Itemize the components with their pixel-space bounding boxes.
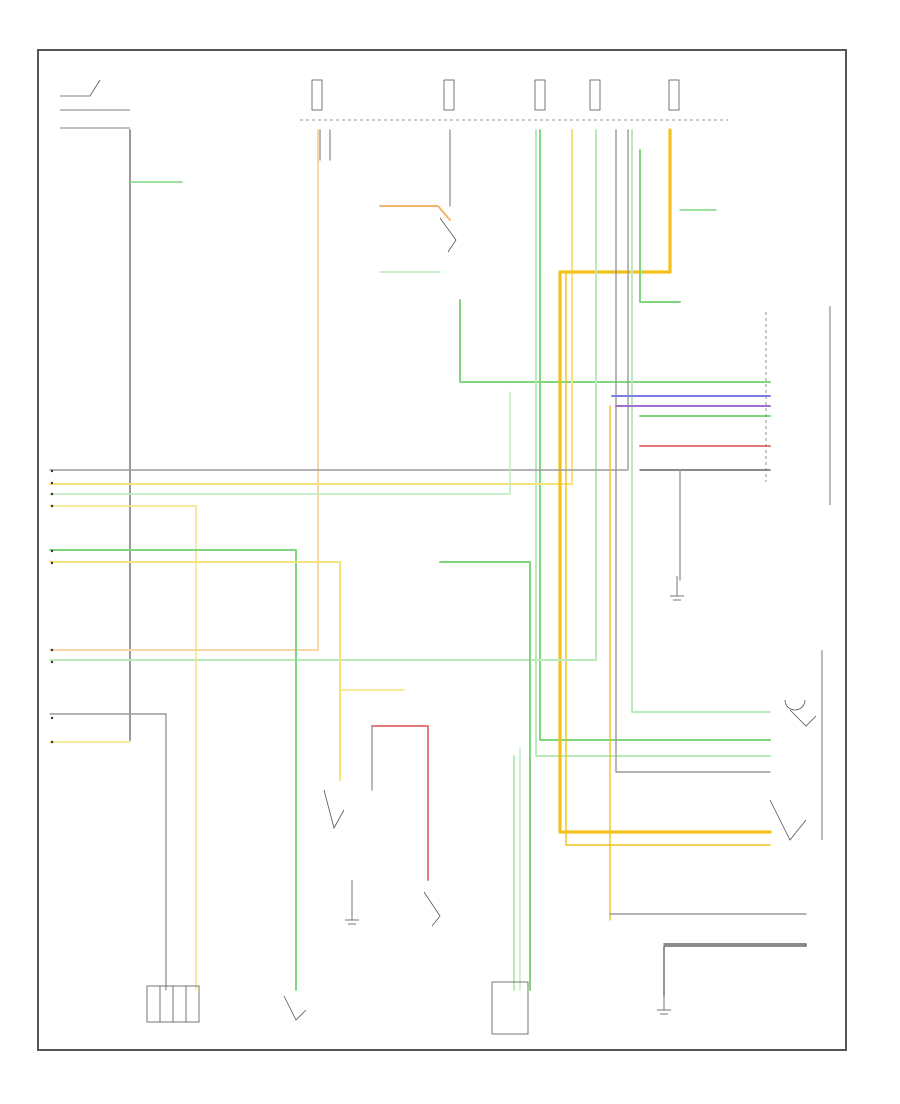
diagram-frame xyxy=(37,49,847,1051)
wire-gray-15 xyxy=(49,129,629,471)
wire-light-green-14 xyxy=(631,129,771,713)
wire-light-green-26 xyxy=(49,391,511,495)
switch-symbols xyxy=(283,217,817,1021)
wire-layer xyxy=(49,128,807,997)
wire-green-30 xyxy=(439,561,531,991)
wire-light-orange-3 xyxy=(49,129,319,651)
wire-light-green-13 xyxy=(49,129,597,661)
wire-green-7 xyxy=(459,299,771,383)
wire-yellow-29 xyxy=(49,561,341,781)
wire-dark-yellow-11 xyxy=(558,128,772,834)
wire-gray-36 xyxy=(49,713,167,991)
wire-gray-17 xyxy=(615,129,771,773)
motor-symbol-icon xyxy=(784,699,806,711)
wire-dark-gray-39 xyxy=(663,943,807,997)
ground-symbol-icon xyxy=(670,576,684,601)
wire-pink-32 xyxy=(371,725,429,881)
ignition-switch xyxy=(60,79,130,129)
pin-stubs xyxy=(50,469,54,744)
ground-symbols xyxy=(345,576,684,1015)
ground-symbol-icon xyxy=(657,996,671,1015)
wire-yellow-27 xyxy=(49,505,197,991)
switch-contact-icon xyxy=(60,79,101,97)
wire-light-green-8 xyxy=(535,129,771,757)
wire-green-9 xyxy=(539,129,771,741)
connector-blocks xyxy=(146,306,831,1035)
fuse-panel-fuses xyxy=(311,79,680,111)
wire-green-16 xyxy=(639,149,681,303)
wire-orange-4 xyxy=(379,205,451,221)
ground-symbol-icon xyxy=(345,880,359,925)
wire-dark-yellow-12 xyxy=(565,271,771,846)
wire-yellow-10 xyxy=(49,129,573,485)
connector-block-icon xyxy=(491,981,529,1035)
wire-green-28 xyxy=(49,549,297,991)
